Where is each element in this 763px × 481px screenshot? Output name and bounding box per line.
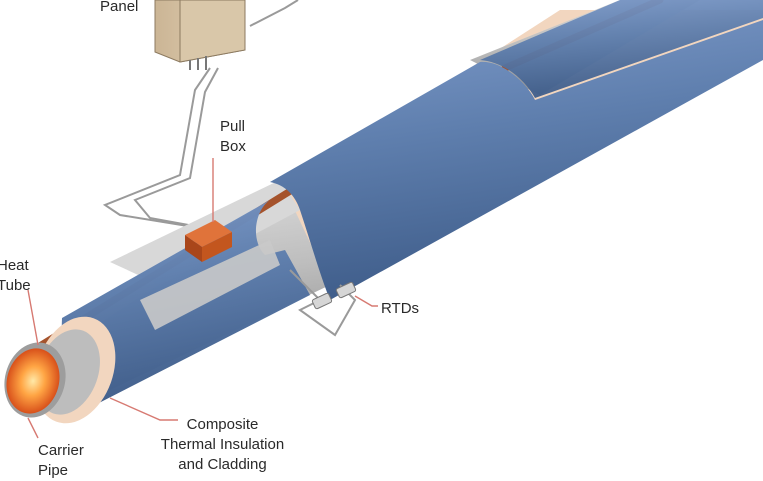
conduit-wires (102, 0, 299, 229)
pull-box (185, 220, 232, 262)
heat-tube-label: Heat Tube (0, 256, 31, 296)
pipe-open-end (4, 316, 116, 424)
pull-box-label-line-2: Box (220, 138, 246, 155)
carrier-pipe-label-line-1: Carrier (38, 442, 84, 459)
pull-box-label-line-1: Pull (220, 118, 246, 135)
insulation-label: Composite Thermal Insulation and Claddin… (150, 415, 295, 475)
leader-lines (27, 158, 378, 439)
rtd-sensors (289, 269, 357, 337)
pull-box-label: Pull Box (220, 117, 246, 157)
carrier-pipe-label-line-2: Pipe (38, 462, 69, 479)
control-panel-box (154, 0, 246, 70)
carrier-pipe-label: Carrier Pipe (38, 441, 84, 481)
insulation-label-line-2: Thermal Insulation (160, 436, 285, 453)
insulation-label-line-3: and Cladding (178, 456, 267, 473)
insulation-label-line-1: Composite (186, 416, 259, 433)
heat-tube-label-line-2: Tube (0, 277, 31, 294)
pipe-cladding (61, 0, 763, 405)
panel-label: Panel (100, 0, 139, 15)
heat-tube-label-line-1: Heat (0, 257, 29, 274)
rtds-label: RTDs (381, 300, 420, 317)
